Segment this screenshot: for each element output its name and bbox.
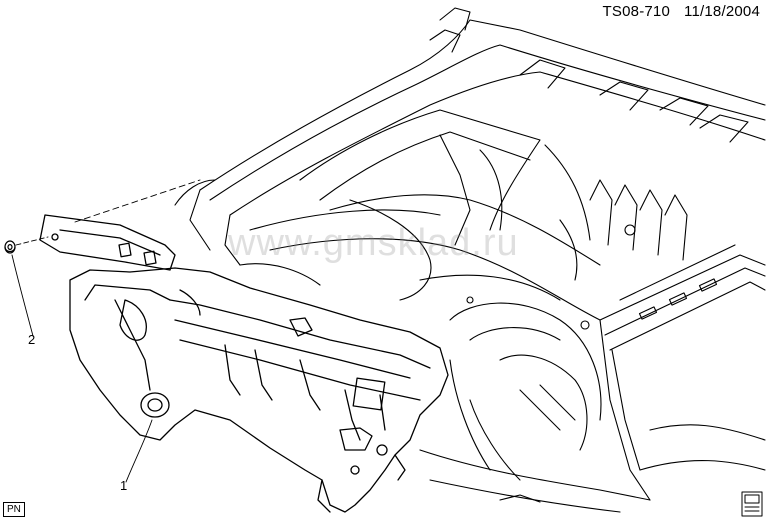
gm-spo-logo-mark [741,491,763,517]
vehicle-body-structure [174,7,766,513]
drawing-id: TS08-710 [602,3,671,20]
leader-lines [11,179,201,483]
callout-1: 1 [120,478,128,493]
header-info: TS08-710 11/18/2004 [603,3,760,20]
dash-insulator-panel [39,214,449,513]
watermark-text: www.gmsklad.ru [228,222,519,264]
drawing-date: 11/18/2004 [684,3,760,20]
callout-2: 2 [28,332,36,347]
retainer-fastener [4,240,16,254]
pn-label-box: PN [3,502,25,517]
